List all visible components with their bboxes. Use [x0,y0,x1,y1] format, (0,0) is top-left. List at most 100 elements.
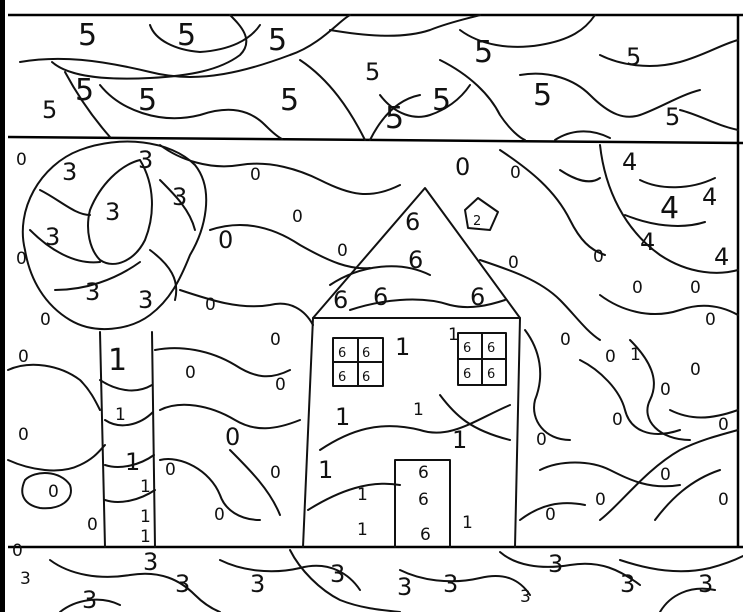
label-6: 6 [333,286,348,314]
house-roof [312,187,521,319]
field-regions [7,144,739,521]
label-3: 3 [138,146,153,174]
tree-leaf [87,159,153,265]
label-0: 0 [690,360,701,380]
label-6: 6 [470,283,485,311]
label-0: 0 [205,295,216,315]
label-3: 3 [82,586,97,612]
label-2: 2 [473,214,481,229]
tree-labels: 3 3 3 3 3 3 3 1 1 1 1 1 1 [45,146,187,547]
label-3: 3 [698,570,713,598]
label-0: 0 [632,278,643,298]
label-5: 5 [474,35,493,70]
label-0: 0 [87,515,98,535]
label-1: 1 [115,405,126,425]
label-1: 1 [125,448,140,476]
label-0: 0 [165,460,176,480]
label-0: 0 [560,330,571,350]
label-0: 0 [536,430,547,450]
label-5: 5 [280,83,299,118]
label-0: 0 [214,505,225,525]
label-1: 1 [395,333,410,361]
label-0: 0 [18,347,29,367]
label-0: 0 [705,310,716,330]
label-0: 0 [225,423,240,451]
label-0: 0 [510,163,521,183]
sun [599,144,739,274]
label-1: 1 [357,485,368,505]
label-1: 1 [140,507,151,527]
label-5: 5 [385,101,404,136]
tree [21,140,208,548]
label-0: 0 [337,241,348,261]
label-6: 6 [463,341,471,356]
label-0: 0 [660,380,671,400]
label-5: 5 [665,103,680,131]
tree-crown [21,140,208,331]
label-3: 3 [85,278,100,306]
label-0: 0 [605,347,616,367]
label-0: 0 [16,150,27,170]
label-5: 5 [268,23,287,58]
label-0: 0 [18,425,29,445]
label-3: 3 [172,183,187,211]
label-6: 6 [405,208,420,236]
label-0: 0 [718,490,729,510]
label-6: 6 [362,370,370,385]
label-1: 1 [318,456,333,484]
label-0: 0 [40,310,51,330]
label-6: 6 [420,525,431,545]
label-6: 6 [338,370,346,385]
label-0: 0 [16,249,27,269]
label-0: 0 [612,410,623,430]
label-0: 0 [270,463,281,483]
label-3: 3 [62,158,77,186]
label-3: 3 [443,570,458,598]
label-0: 0 [270,330,281,350]
label-0: 0 [185,363,196,383]
label-3: 3 [330,560,345,588]
label-1: 1 [413,400,424,420]
label-0: 0 [218,226,233,254]
sun-labels: 4 4 4 4 4 [622,148,729,271]
label-1: 1 [108,343,127,378]
chimney [464,197,499,231]
ground-regions [49,549,743,612]
label-0: 0 [250,165,261,185]
label-4: 4 [640,228,655,256]
label-3: 3 [45,223,60,251]
label-1: 1 [357,520,368,540]
label-0: 0 [12,541,23,561]
label-6: 6 [338,346,346,361]
label-6: 6 [487,367,495,382]
label-0: 0 [718,415,729,435]
label-0: 0 [48,482,59,502]
ground-labels: 3 3 3 3 3 3 3 3 3 3 3 3 [20,548,713,612]
label-4: 4 [660,191,679,226]
label-5: 5 [78,18,97,53]
label-3: 3 [250,570,265,598]
house [302,187,521,548]
label-1: 1 [140,477,151,497]
label-3: 3 [548,550,563,578]
label-0: 0 [660,465,671,485]
house-door [394,459,451,548]
label-5: 5 [138,83,157,118]
label-0: 0 [275,375,286,395]
label-3: 3 [620,570,635,598]
label-6: 6 [418,490,429,510]
label-3: 3 [105,198,120,226]
label-5: 5 [432,83,451,118]
field-labels: 0 0 0 0 0 0 0 0 0 0 0 0 0 0 0 0 0 0 0 0 … [12,150,729,561]
label-0: 0 [545,505,556,525]
label-1: 1 [448,325,459,345]
label-0: 0 [508,253,519,273]
label-6: 6 [373,283,388,311]
label-1: 1 [462,513,473,533]
frame-lines [7,13,743,549]
label-6: 6 [418,463,429,483]
left-edge [0,0,5,612]
label-1: 1 [335,403,350,431]
label-0: 0 [455,153,470,181]
label-3: 3 [138,286,153,314]
